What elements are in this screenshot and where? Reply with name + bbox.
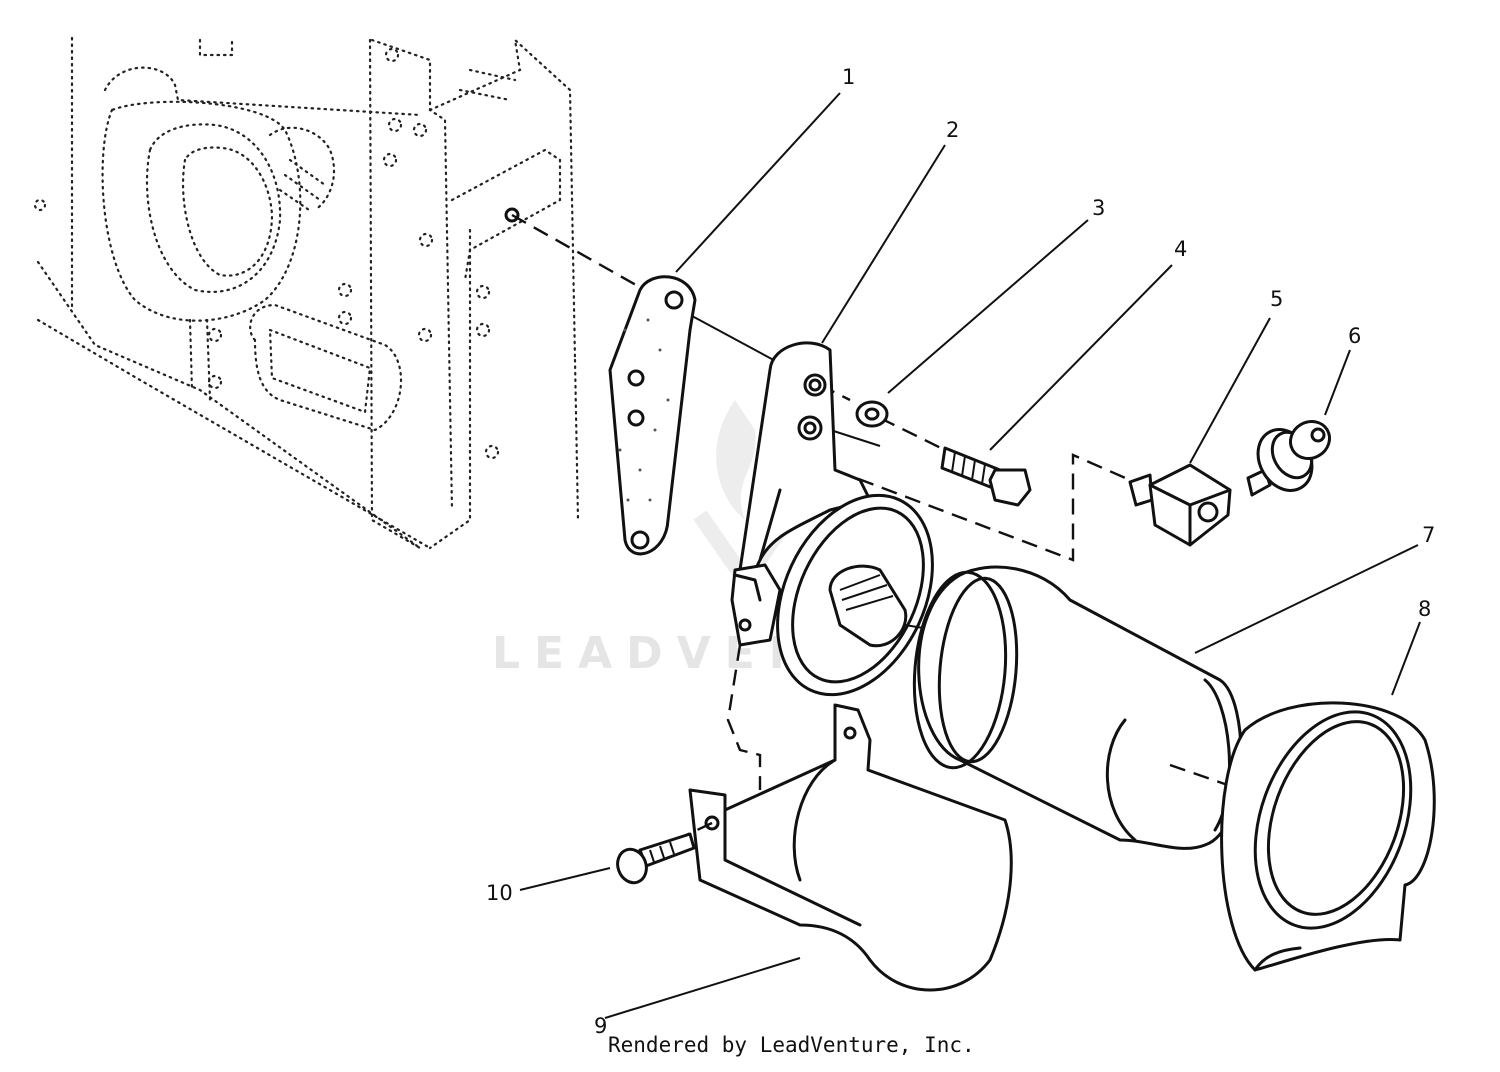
part-9-filter-guard [688,644,1013,992]
callout-5: 5 [1270,287,1283,311]
callout-2: 2 [946,118,959,142]
callout-8: 8 [1418,597,1431,621]
part-5-adapter [1128,463,1232,547]
mount-dashed-path [834,453,1131,562]
callout-1: 1 [842,65,855,89]
leader-5 [1189,317,1271,464]
callout-7: 7 [1422,523,1435,547]
part-2-filter-head [730,341,936,697]
leader-7 [1194,544,1419,654]
leader-3 [887,219,1089,394]
leader-8 [1391,621,1421,696]
callout-3: 3 [1092,196,1105,220]
leader-9 [604,957,801,1019]
footer-credit: Rendered by LeadVenture, Inc. [608,1033,975,1057]
callout-labels: 1 2 3 4 5 6 7 8 9 10 [486,65,1435,1038]
part-1-gasket [608,275,697,556]
engine-block [33,36,580,550]
part-3-washer [855,400,889,428]
assembly-centerline [511,213,669,305]
leader-4 [989,264,1173,451]
leader-1 [675,92,841,273]
part-4-cap-screw [940,446,1032,507]
leader-10 [519,867,611,891]
part-10-screw [616,821,713,885]
leader-6 [1324,349,1351,416]
callout-4: 4 [1174,237,1187,261]
part-7-oil-filter [912,565,1331,850]
callout-9: 9 [594,1014,607,1038]
part-8-retainer-ring [1220,701,1436,972]
leader-2 [821,144,946,344]
callout-10: 10 [486,881,513,905]
part-6-pressure-switch [1246,419,1332,497]
watermark-flame-icon [716,400,756,520]
callout-6: 6 [1348,324,1361,348]
leader-lines [519,92,1421,1019]
